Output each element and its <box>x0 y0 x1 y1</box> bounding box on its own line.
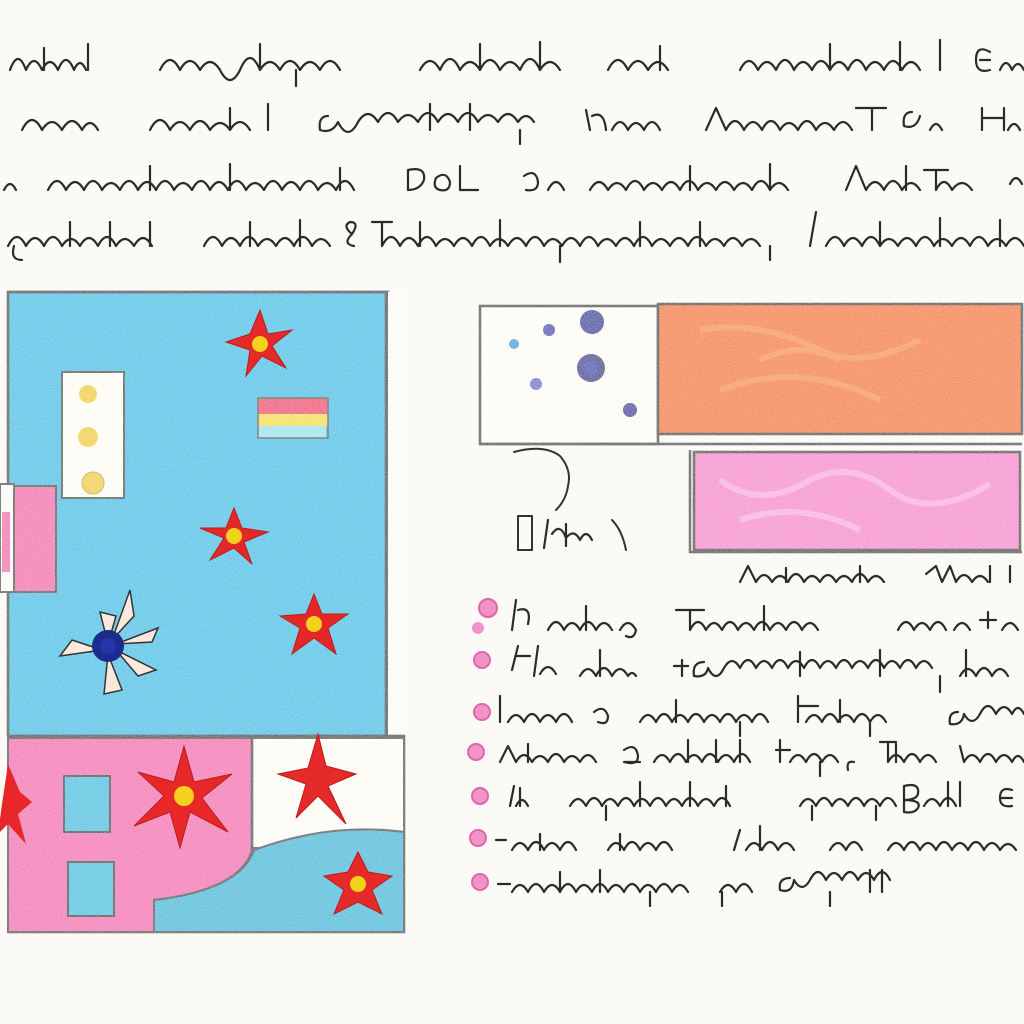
flower-icon <box>0 764 32 844</box>
pink-bullet-icon <box>469 829 487 847</box>
pink-block-window-1 <box>63 775 111 833</box>
bullet-list <box>467 598 1024 908</box>
header-line-1 <box>8 38 1024 88</box>
dot-icon <box>79 385 97 403</box>
dot-icon <box>81 471 105 495</box>
header-line-2 <box>20 102 1022 146</box>
list-item <box>471 868 892 908</box>
list-item <box>473 644 1010 694</box>
pink-bullet-icon <box>471 873 489 891</box>
dot-icon <box>543 324 555 336</box>
list-item <box>472 598 1020 639</box>
list-item <box>473 694 1024 738</box>
caption-handwriting <box>738 564 1012 584</box>
connector <box>513 447 627 551</box>
dot-icon <box>623 403 637 417</box>
pink-tab <box>9 485 57 593</box>
header-line-4 <box>6 210 1024 264</box>
white-dots-box <box>478 304 660 446</box>
pink-bullet-icon <box>473 651 491 669</box>
header-handwriting <box>2 38 1024 264</box>
pink-bullet-icon <box>467 743 485 761</box>
list-item <box>471 780 1014 822</box>
flower-icon <box>278 592 350 656</box>
list-item <box>469 824 1018 852</box>
pink-block-window-2 <box>67 861 115 917</box>
header-line-3 <box>2 162 1024 192</box>
flower-icon <box>199 506 270 565</box>
turquoise-panel <box>6 290 390 738</box>
panel-right-strip <box>388 292 406 736</box>
left-illustration <box>0 290 406 934</box>
pink-box <box>692 450 1022 552</box>
dot-icon <box>530 378 542 390</box>
flower-icon <box>276 732 358 825</box>
right-illustration <box>478 302 1024 554</box>
dot-icon <box>580 310 604 334</box>
flower-icon <box>322 850 394 916</box>
flower-icon <box>58 589 160 695</box>
flower-icon <box>133 744 233 850</box>
flower-icon <box>224 308 294 378</box>
pink-bullet-icon <box>478 598 498 618</box>
orange-box <box>656 302 1024 436</box>
stripe-block <box>257 397 329 439</box>
dot-icon <box>509 339 519 349</box>
flowers <box>0 308 394 916</box>
pink-bullet-icon <box>473 703 491 721</box>
dot-icon <box>78 427 98 447</box>
pink-bullet-icon <box>471 787 489 805</box>
list-item <box>467 738 1024 778</box>
